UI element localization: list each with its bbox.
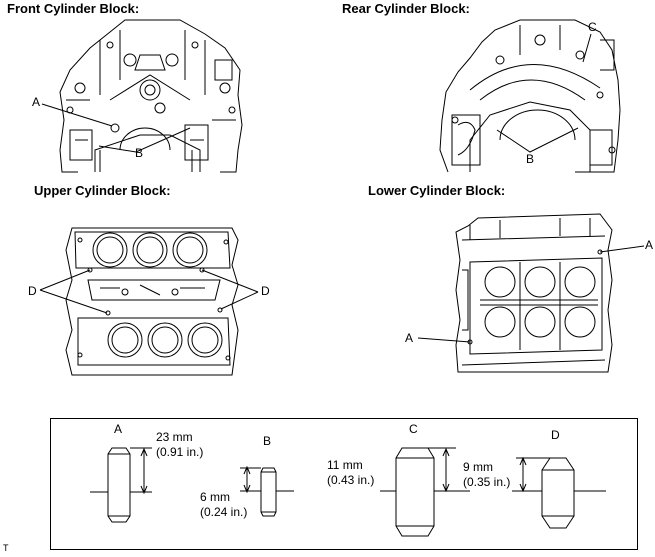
pin-c-dimension: 11 mm (0.43 in.) [327,458,374,488]
upper-callout-d-right: D [261,284,270,298]
rear-cylinder-block-drawing [439,19,621,173]
pin-b-inch: (0.24 in.) [200,505,248,519]
pin-b-drawing [240,465,294,517]
front-cylinder-block-drawing [59,19,243,173]
pin-b-mm: 6 mm [200,490,230,504]
lower-callout-a-top: A [645,238,654,252]
upper-d-left-leaders [39,269,108,314]
front-a-leader [41,103,113,127]
lower-cylinder-block-drawing [455,213,613,373]
lower-a-top-leader [599,245,645,253]
pin-b-dimension: 6 mm (0.24 in.) [200,490,247,520]
front-callout-a: A [32,95,41,109]
front-cylinder-block-heading: Front Cylinder Block: [7,1,140,16]
upper-cylinder-block-heading: Upper Cylinder Block: [34,183,171,198]
pin-d-drawing [512,456,606,529]
lower-cylinder-block-heading: Lower Cylinder Block: [368,183,506,198]
pin-a-dimension: 23 mm (0.91 in.) [156,430,203,460]
front-callout-b: B [135,146,144,160]
front-b-leader [98,127,191,153]
pin-b-letter: B [263,434,272,448]
lower-callout-a-bottom: A [405,331,414,345]
pin-a-mm: 23 mm [156,430,193,444]
corner-mark: T [3,543,9,553]
pin-d-inch: (0.35 in.) [463,475,511,489]
pin-d-mm: 9 mm [463,460,493,474]
rear-c-leader [582,33,592,63]
pin-a-inch: (0.91 in.) [156,445,204,459]
upper-d-right-leaders [201,269,259,310]
pin-d-letter: D [551,428,560,442]
pin-a-drawing [90,447,152,523]
rear-b-leader [496,127,579,153]
pin-c-mm: 11 mm [327,458,363,472]
rear-callout-b: B [526,152,535,166]
pin-c-inch: (0.43 in.) [327,473,375,487]
lower-a-bottom-leader [417,337,471,343]
pin-d-dimension: 9 mm (0.35 in.) [463,460,510,490]
pin-c-letter: C [409,422,418,436]
upper-cylinder-block-drawing [65,227,239,376]
pin-c-drawing [380,447,470,537]
upper-callout-d-left: D [28,284,37,298]
pin-size-legend [50,418,638,550]
rear-callout-c: C [588,20,597,34]
pin-a-letter: A [114,422,123,436]
rear-cylinder-block-heading: Rear Cylinder Block: [342,1,470,16]
